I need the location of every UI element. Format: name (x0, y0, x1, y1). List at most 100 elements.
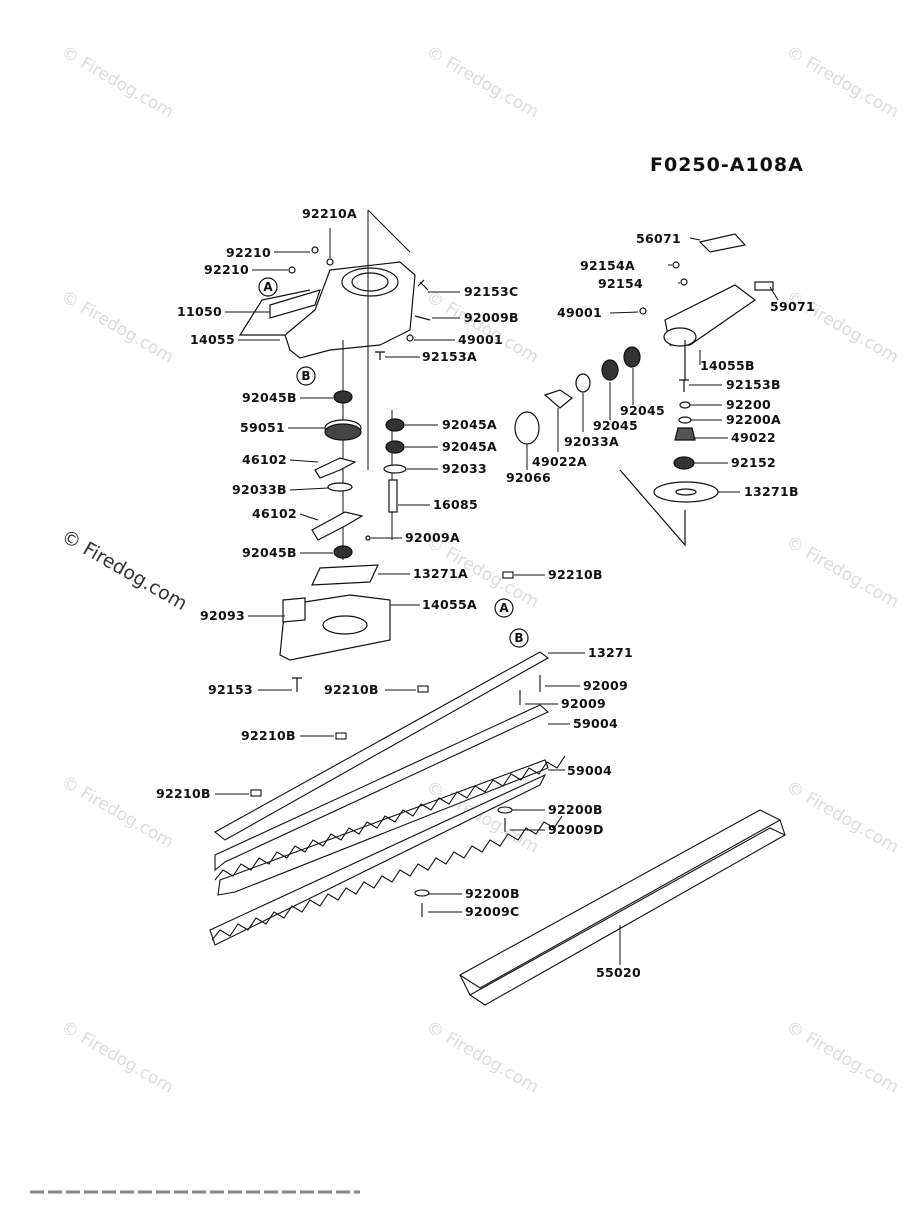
label-92009B: 92009B (464, 310, 519, 325)
nut-92210B-3 (335, 732, 347, 740)
label-46102-2: 46102 (252, 506, 297, 521)
bearing-stack (279, 390, 407, 692)
watermark-15: © Firedog.com (783, 1017, 902, 1098)
label-14055: 14055 (190, 332, 235, 347)
label-92210B-2: 92210B (324, 682, 379, 697)
callout-markers: A B A B (258, 277, 529, 648)
label-92009D: 92009D (548, 822, 604, 837)
blade-cover-55020 (458, 809, 787, 1006)
bolt-92009B (414, 315, 431, 321)
label-14055B: 14055B (700, 358, 755, 373)
washer-92200B-2 (414, 889, 430, 897)
pin-92009A (365, 535, 371, 541)
bearing-92045B-bottom (333, 545, 353, 559)
watermark-1: © Firedog.com (58, 42, 177, 123)
label-13271B: 13271B (744, 484, 799, 499)
watermark-12: © Firedog.com (783, 777, 902, 858)
label-13271: 13271 (588, 645, 633, 660)
callout-b-upper (296, 366, 316, 386)
watermark-14: © Firedog.com (423, 1017, 542, 1098)
blade-59004-lower (217, 759, 549, 896)
label-92153: 92153 (208, 682, 253, 697)
watermark-9: © Firedog.com (783, 532, 902, 613)
connecting-rod-46102-2 (311, 511, 364, 541)
label-49001-right: 49001 (557, 305, 602, 320)
bearing-92152 (673, 456, 695, 470)
label-59004-2: 59004 (567, 763, 612, 778)
label-92200A: 92200A (726, 412, 781, 427)
watermark-13: © Firedog.com (58, 1017, 177, 1098)
ring-92033B (327, 482, 353, 492)
gear-case-14055B-bore (663, 327, 697, 347)
cap-92066 (514, 411, 540, 445)
plate-13271B-hole (675, 488, 697, 496)
label-92210B-4: 92210B (156, 786, 211, 801)
label-59004-1: 59004 (573, 716, 618, 731)
blade-teeth-row-1 (214, 755, 566, 881)
label-55020: 55020 (596, 965, 641, 980)
label-92154: 92154 (598, 276, 643, 291)
callout-a-upper-label: A (263, 280, 273, 294)
washer-92200 (679, 401, 691, 409)
label-92009-1: 92009 (583, 678, 628, 693)
nut-92210-2 (288, 266, 296, 274)
pin-59071 (754, 281, 774, 291)
label-92152: 92152 (731, 455, 776, 470)
nut-92210B-2 (417, 685, 429, 693)
label-92210B-3: 92210B (241, 728, 296, 743)
label-92045-2: 92045 (593, 418, 638, 433)
blade-teeth-row-2 (211, 815, 563, 941)
callout-b-lower-label: B (514, 631, 523, 645)
bearing-92045A-1 (385, 418, 405, 432)
label-92033B: 92033B (232, 482, 287, 497)
watermark-10: © Firedog.com (58, 772, 177, 853)
label-49001-left: 49001 (458, 332, 503, 347)
callout-b-lower (509, 628, 529, 648)
connecting-rod-46102-1 (314, 457, 357, 479)
label-59071: 59071 (770, 299, 815, 314)
blade-cover-ends (459, 819, 786, 996)
label-92009-2: 92009 (561, 696, 606, 711)
watermark-4: © Firedog.com (58, 287, 177, 368)
label-92153C: 92153C (464, 284, 518, 299)
label-13271A: 13271A (413, 566, 468, 581)
watermark-7: © Firedog.com (58, 525, 191, 615)
ring-92033A (575, 373, 591, 393)
gear-case-bore-inner (351, 272, 389, 292)
label-92045B-1: 92045B (242, 390, 297, 405)
label-16085: 16085 (433, 497, 478, 512)
watermarks: © Firedog.com © Firedog.com © Firedog.co… (58, 42, 902, 1098)
label-92154A: 92154A (580, 258, 635, 273)
label-92153A: 92153A (422, 349, 477, 364)
label-92093: 92093 (200, 608, 245, 623)
right-gearcase-assembly (514, 233, 774, 547)
label-92153B: 92153B (726, 377, 781, 392)
nut-92210B-4 (250, 789, 262, 797)
bearing-92045A-2 (385, 440, 405, 454)
label-92045A-2: 92045A (442, 439, 497, 454)
callout-b-upper-label: B (301, 369, 310, 383)
gear-59051-teeth (324, 423, 362, 441)
label-92210A: 92210A (302, 206, 357, 221)
label-11050: 11050 (177, 304, 222, 319)
ring-92033 (383, 464, 407, 474)
plate-11050 (269, 289, 321, 319)
label-92045A-1: 92045A (442, 417, 497, 432)
label-49022: 49022 (731, 430, 776, 445)
label-92200: 92200 (726, 397, 771, 412)
gear-49022 (674, 427, 696, 441)
label-49022A: 49022A (532, 454, 587, 469)
label-92045B-2: 92045B (242, 545, 297, 560)
bolt-49001-right (639, 307, 647, 315)
blade-teeth-base (209, 773, 547, 946)
watermark-2: © Firedog.com (423, 42, 542, 123)
label-92066: 92066 (506, 470, 551, 485)
label-92210-2: 92210 (204, 262, 249, 277)
washer-92200A (678, 416, 692, 424)
callout-a-lower (494, 598, 514, 618)
label-59051: 59051 (240, 420, 285, 435)
cover-bore (322, 615, 368, 635)
shaft-16085 (388, 479, 398, 513)
diagram-code: F0250-A108A (650, 154, 804, 176)
